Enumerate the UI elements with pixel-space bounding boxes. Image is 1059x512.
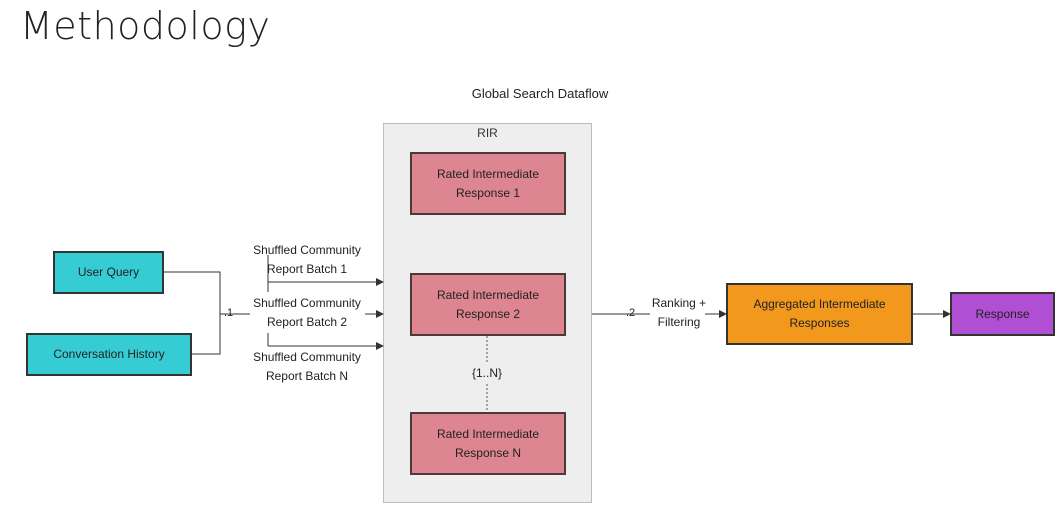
node-rated-response-2: Rated Intermediate Response 2: [410, 273, 566, 336]
step-1-label: .1: [224, 307, 234, 319]
node-user-query-label: User Query: [77, 265, 140, 279]
node-rated-response-n-label: Rated Intermediate Response N: [436, 426, 540, 460]
node-rated-response-n: Rated Intermediate Response N: [410, 412, 566, 475]
node-user-query: User Query: [53, 251, 164, 294]
edge-conversation-history: [192, 314, 221, 355]
node-rated-response-2-label: Rated Intermediate Response 2: [436, 287, 540, 321]
rir-label: RIR: [477, 126, 498, 140]
node-response-label: Response: [975, 306, 1030, 321]
batch-2-label: Shuffled Community Report Batch 2: [253, 296, 361, 329]
batch-1-label: Shuffled Community Report Batch 1: [253, 243, 361, 276]
node-conversation-history: Conversation History: [26, 333, 192, 376]
node-rated-response-1: Rated Intermediate Response 1: [410, 152, 566, 215]
node-conversation-history-label: Conversation History: [53, 347, 165, 361]
page-title: Methodology: [20, 4, 271, 48]
node-response: Response: [950, 292, 1055, 336]
edge-user-query: [164, 271, 221, 314]
diagram-title: Global Search Dataflow: [471, 86, 609, 101]
node-rated-response-1-label: Rated Intermediate Response 1: [436, 166, 540, 200]
step-2-label: .2: [626, 307, 636, 319]
multiplicity-label: {1..N}: [471, 366, 503, 380]
batch-n-label: Shuffled Community Report Batch N: [253, 350, 361, 383]
ranking-filtering-label: Ranking + Filtering: [651, 296, 707, 329]
node-aggregated-responses: Aggregated Intermediate Responses: [726, 283, 913, 345]
node-aggregated-responses-label: Aggregated Intermediate Responses: [753, 297, 886, 330]
